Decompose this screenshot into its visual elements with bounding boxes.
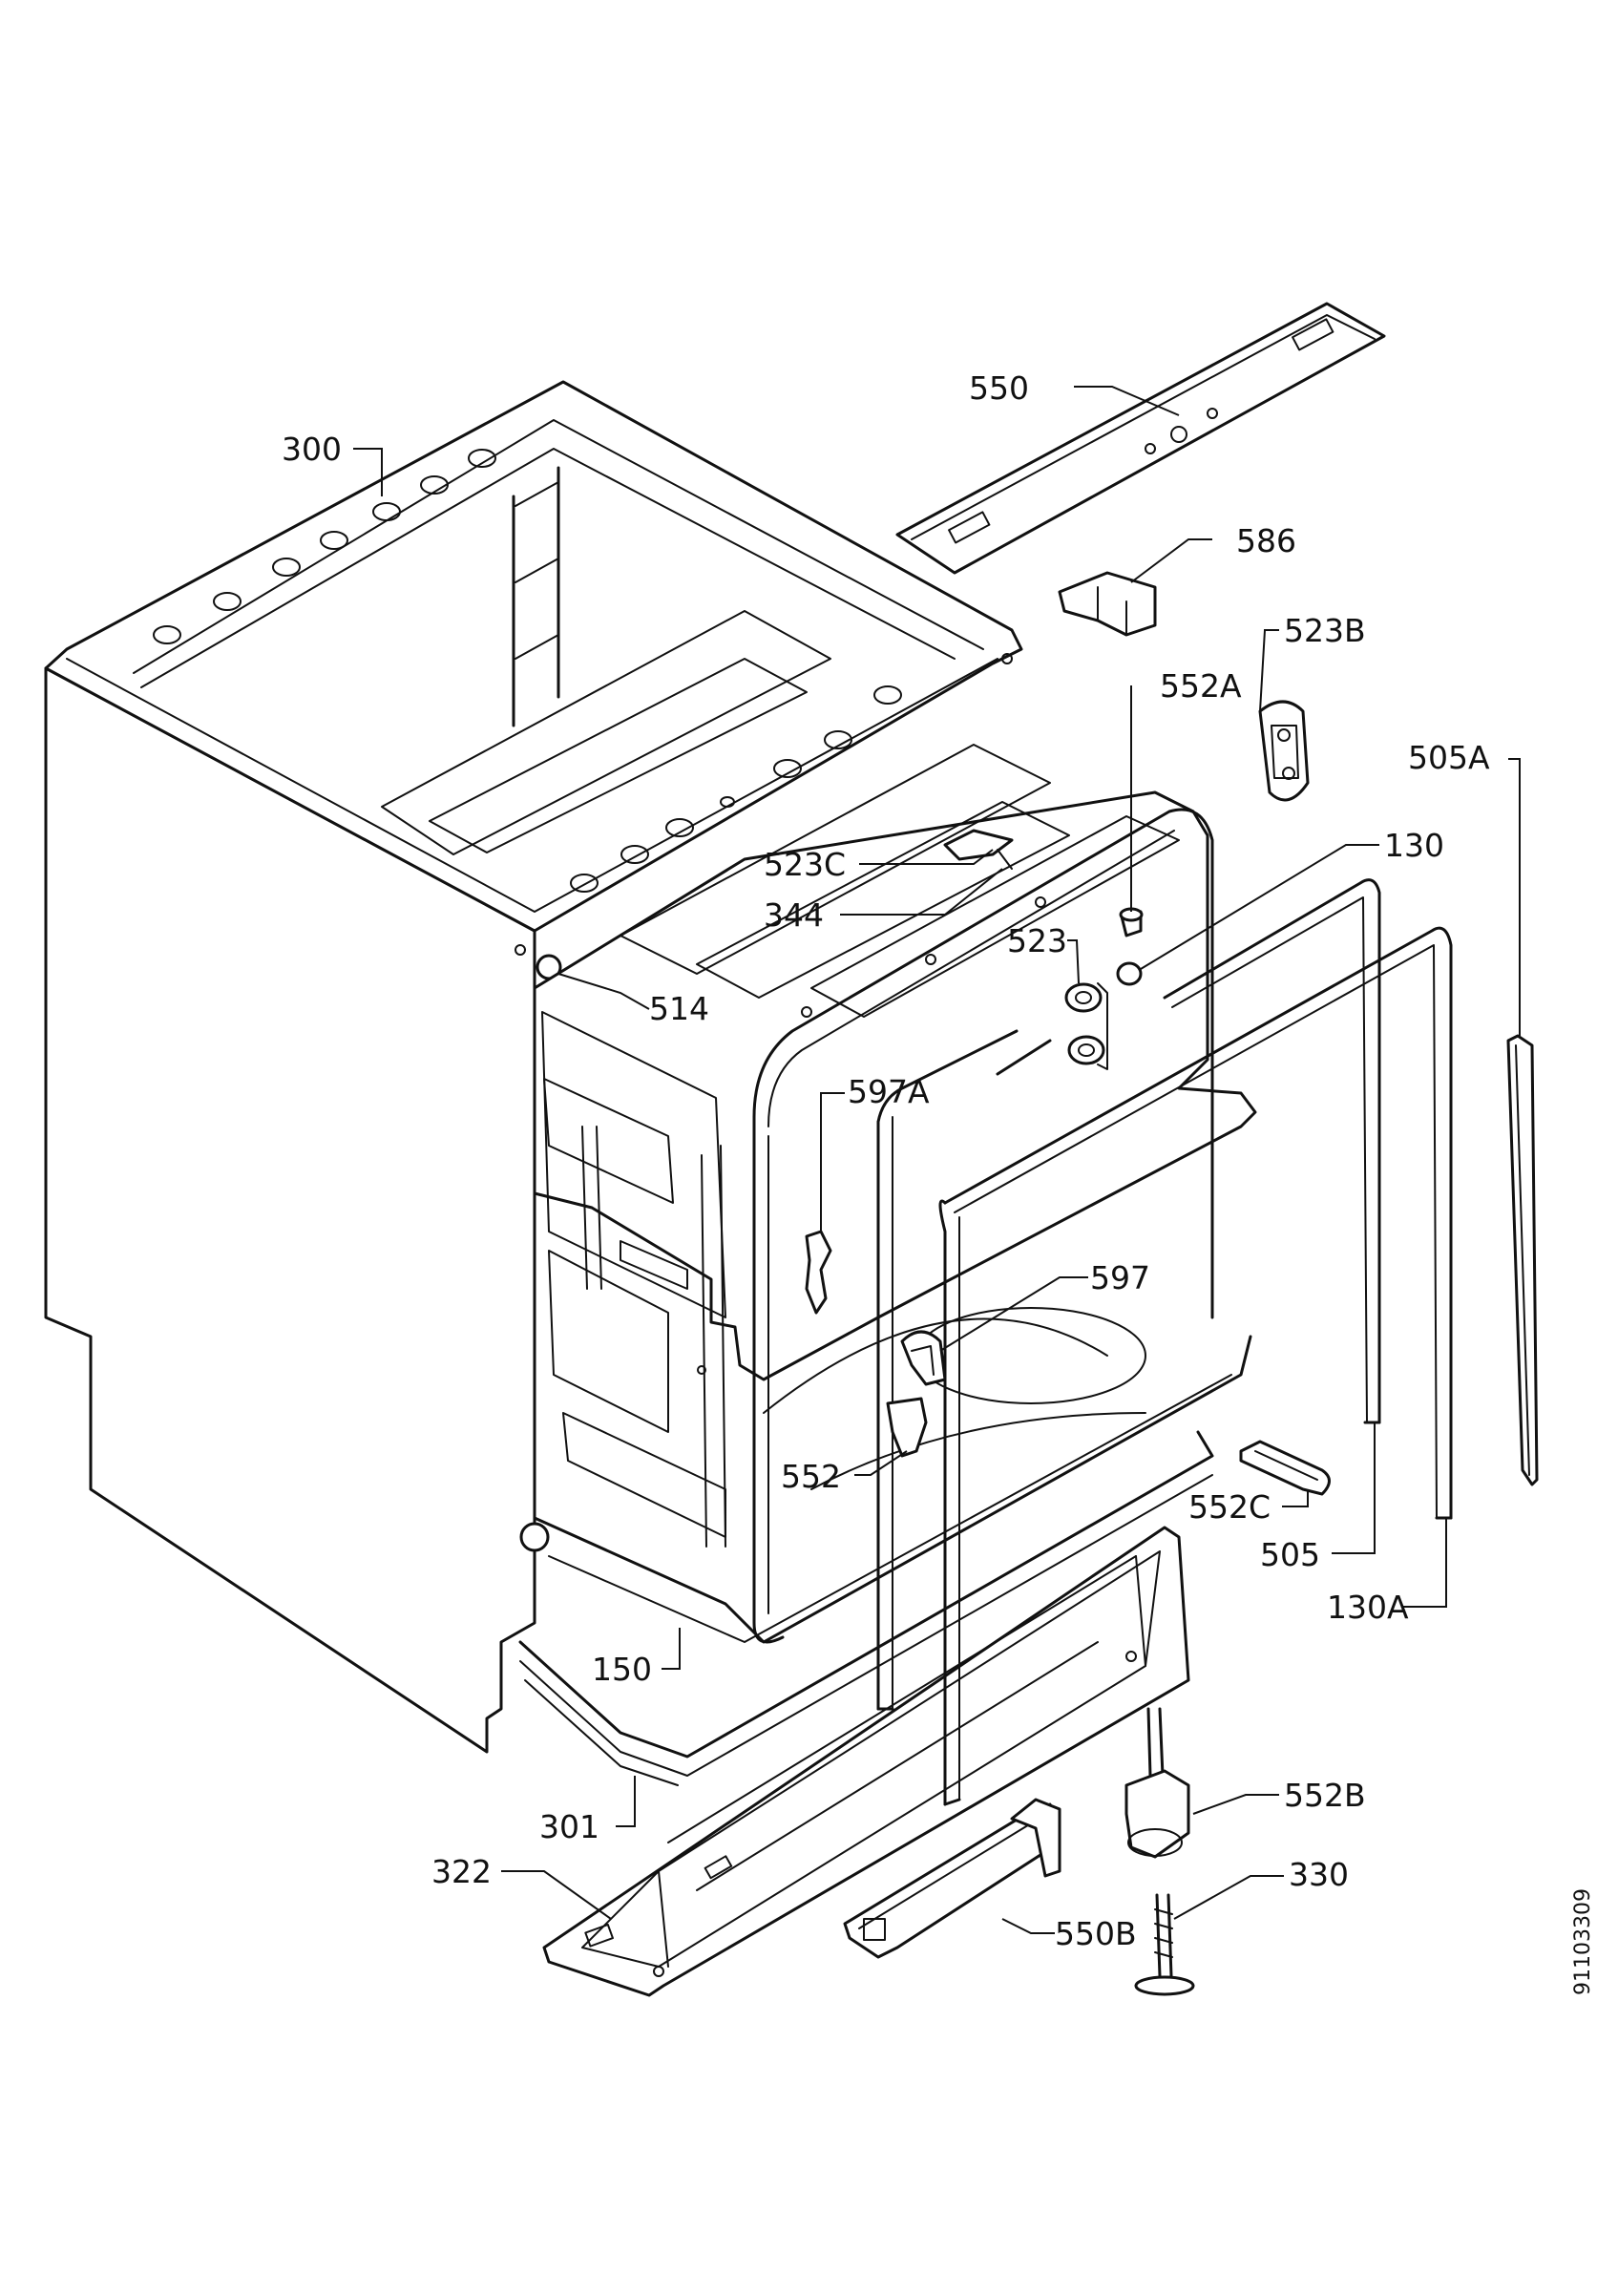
label-552a: 552A [1160,667,1242,705]
label-330: 330 [1289,1856,1349,1893]
part-597a-clip [805,1230,832,1315]
part-597-hook [900,1330,947,1386]
plinth [518,1430,1214,1786]
small-fixings [996,907,1144,1076]
part-523b-block [1258,700,1310,802]
cabinet-body [44,380,1023,1754]
label-301: 301 [539,1808,599,1845]
label-130a: 130A [1327,1589,1409,1626]
part-552-clip [886,1397,928,1458]
label-550b: 550B [1055,1915,1137,1952]
seal-130a [876,926,1453,1806]
label-344: 344 [764,896,824,934]
label-552: 552 [781,1458,841,1495]
label-586: 586 [1236,522,1296,559]
label-552b: 552B [1284,1777,1366,1814]
part-330-screw [1134,1893,1195,1996]
label-523b: 523B [1284,612,1366,649]
label-505: 505 [1260,1536,1320,1573]
label-550: 550 [969,369,1029,407]
part-586-bracket [1058,571,1157,637]
label-300: 300 [282,431,342,468]
part-552c-runner [1239,1440,1331,1496]
part-505a-strip [1506,1034,1539,1486]
part-labels: 550 300 586 523B 552A 505A 130 523C 344 … [282,369,1595,1995]
label-505a: 505A [1408,739,1490,776]
label-523: 523 [1007,922,1067,959]
label-150: 150 [592,1651,652,1688]
label-322: 322 [431,1853,492,1890]
label-597a: 597A [848,1073,930,1110]
label-552c: 552C [1188,1488,1271,1526]
part-550b-bracket [843,1798,1061,1959]
drawing-number: 91103309 [1571,1888,1595,1995]
part-552b-foot [1124,1707,1190,1859]
base-frame [542,1526,1190,1997]
label-130: 130 [1384,827,1444,864]
label-597: 597 [1090,1259,1150,1296]
part-550-bar [895,302,1386,575]
door-seal-130 [1163,878,1381,1424]
label-523c: 523C [764,846,846,883]
leader-lines [353,386,1521,1934]
tub [381,610,1257,1644]
label-514: 514 [649,990,709,1027]
top-rail-holes [153,449,496,644]
front-rail-holes [570,685,902,893]
